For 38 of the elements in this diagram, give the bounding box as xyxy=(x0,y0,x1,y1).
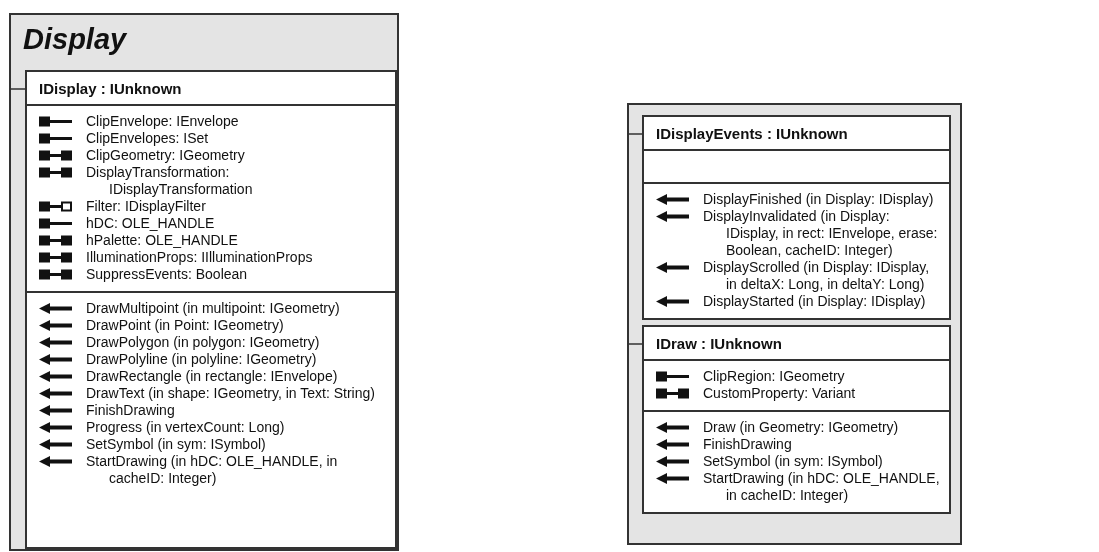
property-entry: hPalette: OLE_HANDLE xyxy=(86,232,239,249)
property-entry: ClipEnvelope: IEnvelope xyxy=(86,113,240,130)
method-signature: DrawRectangle (in rectangle: IEnvelope) xyxy=(86,368,339,385)
interface-box xyxy=(25,70,397,549)
property-entry: SuppressEvents: Boolean xyxy=(86,266,249,283)
method-signature: DrawPoint (in Point: IGeometry) xyxy=(86,317,285,334)
method-signature: DrawMultipoint (in multipoint: IGeometry) xyxy=(86,300,341,317)
property-entry: Filter: IDisplayFilter xyxy=(86,198,207,215)
method-signature: DrawPolyline (in polyline: IGeometry) xyxy=(86,351,318,368)
method-signature: SetSymbol (in sym: ISymbol) xyxy=(86,436,267,453)
method-signature: DisplayInvalidated (in Display: IDisplay, in rect: IEnvelope, erase: Boolean, cacheID: Integer) xyxy=(703,208,939,259)
interface-box xyxy=(642,115,951,320)
method-signature: Progress (in vertexCount: Long) xyxy=(86,419,286,436)
property-entry: ClipGeometry: IGeometry xyxy=(86,147,246,164)
method-signature: Draw (in Geometry: IGeometry) xyxy=(703,419,900,436)
property-entry: IlluminationProps: IIlluminationProps xyxy=(86,249,314,266)
property-entry: CustomProperty: Variant xyxy=(703,385,857,402)
method-signature: SetSymbol (in sym: ISymbol) xyxy=(703,453,884,470)
interface-name: IDraw : IUnknown xyxy=(656,334,782,352)
method-signature: DrawPolygon (in polygon: IGeometry) xyxy=(86,334,321,351)
class-panel xyxy=(9,13,399,551)
method-signature: DisplayScrolled (in Display: IDisplay, in deltaX: Long, in deltaY: Long) xyxy=(703,259,931,293)
class-name: Display xyxy=(23,23,127,56)
method-signature: DisplayFinished (in Display: IDisplay) xyxy=(703,191,935,208)
property-entry: ClipEnvelopes: ISet xyxy=(86,130,210,147)
method-signature: FinishDrawing xyxy=(86,402,176,419)
interface-box xyxy=(642,325,951,514)
method-signature: FinishDrawing xyxy=(703,436,793,453)
interface-name: IDisplay : IUnknown xyxy=(39,79,182,97)
interface-name: IDisplayEvents : IUnknown xyxy=(656,124,848,142)
property-entry: DisplayTransformation: IDisplayTransformation xyxy=(86,164,254,198)
method-signature: StartDrawing (in hDC: OLE_HANDLE, in cacheID: Integer) xyxy=(86,453,339,487)
class-panel xyxy=(627,103,962,545)
method-signature: DrawText (in shape: IGeometry, in Text: String) xyxy=(86,385,376,402)
method-signature: DisplayStarted (in Display: IDisplay) xyxy=(703,293,927,310)
property-entry: ClipRegion: IGeometry xyxy=(703,368,846,385)
property-entry: hDC: OLE_HANDLE xyxy=(86,215,216,232)
method-signature: StartDrawing (in hDC: OLE_HANDLE, in cacheID: Integer) xyxy=(703,470,941,504)
